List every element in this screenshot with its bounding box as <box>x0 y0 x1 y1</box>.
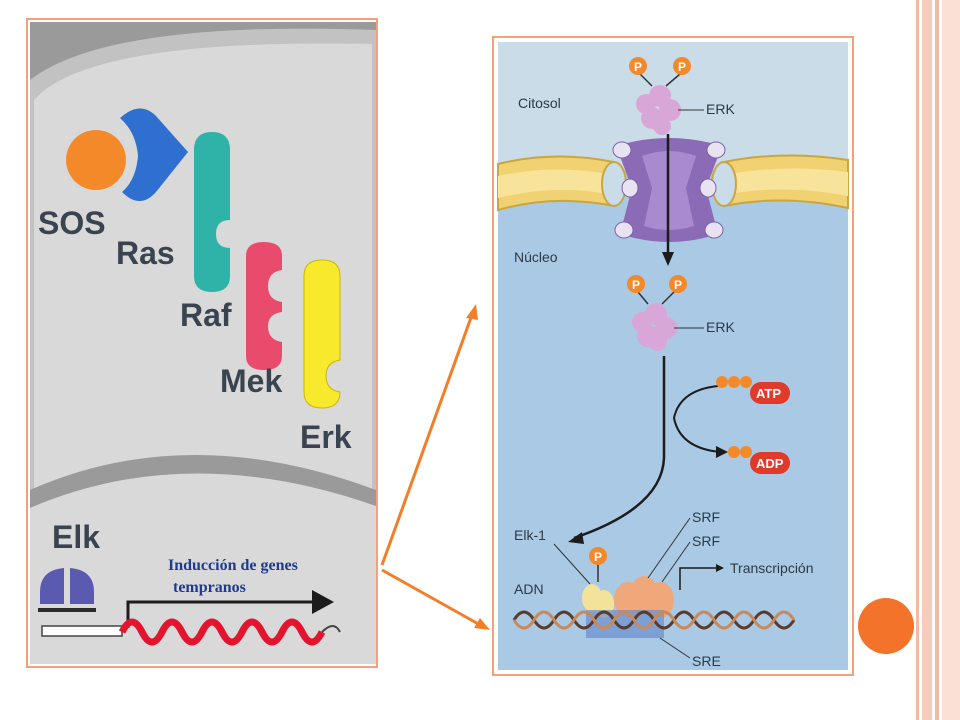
adn-label: ADN <box>514 581 544 597</box>
srf-label-2: SRF <box>692 533 720 549</box>
srf-label-1: SRF <box>692 509 720 525</box>
sre-label: SRE <box>692 653 721 669</box>
transcripcion-arrow-head <box>716 564 724 572</box>
phospho-label-4: P <box>674 278 682 292</box>
gene-induction-caption: Inducción de genes tempranos <box>168 555 298 599</box>
phospho-label-2: P <box>678 60 686 74</box>
arrow-up-line <box>380 311 475 566</box>
atp-molecule <box>716 376 790 404</box>
srf-leader-2 <box>661 541 691 583</box>
arrow-up-head <box>466 304 478 320</box>
erk-mid-protein <box>632 303 677 351</box>
citosol-label: Citosol <box>518 95 561 111</box>
dna-strand-left <box>41 625 123 637</box>
phospho-circle-5 <box>589 547 607 565</box>
dna-helix-strand-2 <box>512 610 796 630</box>
mek-shape <box>246 242 282 370</box>
transcription-arrowhead <box>312 590 334 614</box>
envelope-right-inner <box>730 168 848 196</box>
erk-top-label: ERK <box>706 101 735 117</box>
arrow-down-head <box>474 618 490 630</box>
pathway-arrow-line <box>573 356 666 540</box>
p-link-3 <box>637 291 649 305</box>
phospho-circle-3 <box>627 275 645 293</box>
envelope-left-inner <box>498 169 608 198</box>
pore-subunits <box>612 141 726 239</box>
dna-end <box>321 625 341 633</box>
transcripcion-label: Transcripción <box>730 560 814 576</box>
atp-adp-arrowhead <box>716 446 728 458</box>
ras-label: Ras <box>116 235 175 271</box>
phospho-circle-4 <box>669 275 687 293</box>
right-pathway-svg: P P ERK Citosol Núcleo P P ERK ATP <box>497 42 849 670</box>
erk-top-protein <box>636 85 681 135</box>
left-pathway-svg: SOS Ras Raf Mek Erk Elk <box>30 22 376 665</box>
sos-label: SOS <box>38 205 106 241</box>
sos-shape <box>66 130 126 190</box>
transport-arrow-head <box>662 252 674 266</box>
raf-shape <box>194 132 230 292</box>
mek-label: Mek <box>220 363 282 399</box>
srf-leader-1 <box>647 517 691 579</box>
atp-label: ATP <box>756 386 781 401</box>
dna-helix <box>118 618 326 646</box>
phospho-label-3: P <box>632 278 640 292</box>
edge-stripe-2 <box>922 0 932 720</box>
elk1-label: Elk-1 <box>514 527 546 543</box>
transcription-line <box>126 600 318 628</box>
phospho-circle-1 <box>629 57 647 75</box>
elk-left-half <box>40 568 64 604</box>
p-link-2 <box>665 73 681 87</box>
atp-adp-curve <box>672 385 721 453</box>
nucleus-interior <box>30 473 376 664</box>
srf-proteins <box>614 576 674 618</box>
left-pathway-panel: SOS Ras Raf Mek Erk Elk <box>26 18 378 668</box>
p-link-1 <box>639 73 653 87</box>
erk-mid-label: ERK <box>706 319 735 335</box>
raf-label: Raf <box>180 297 232 333</box>
adp-label: ADP <box>756 456 784 471</box>
elk1-leader <box>553 543 591 585</box>
edge-stripe-1 <box>916 0 919 720</box>
ras-shape <box>120 108 188 201</box>
transcripcion-arrow-line <box>679 567 720 590</box>
decor-circle <box>858 598 914 654</box>
elk-label: Elk <box>52 519 100 555</box>
caption-line-2: tempranos <box>173 579 246 596</box>
right-pathway-panel: P P ERK Citosol Núcleo P P ERK ATP <box>492 36 854 676</box>
phospho-label-1: P <box>634 60 642 74</box>
edge-stripe-3 <box>935 0 939 720</box>
adp-molecule <box>728 446 790 474</box>
phospho-circle-2 <box>673 57 691 75</box>
arrow-down-line <box>381 568 483 628</box>
sre-leader <box>659 637 691 659</box>
phospho-label-5: P <box>594 550 602 564</box>
edge-stripe-4 <box>942 0 960 720</box>
pathway-arrow-head <box>568 532 584 544</box>
erk-shape <box>303 259 341 409</box>
caption-line-1: Inducción de genes <box>168 557 298 574</box>
erk-label: Erk <box>300 419 352 455</box>
p-link-4 <box>661 291 675 305</box>
nucleo-label: Núcleo <box>514 249 558 265</box>
elk-right-half <box>70 568 94 604</box>
